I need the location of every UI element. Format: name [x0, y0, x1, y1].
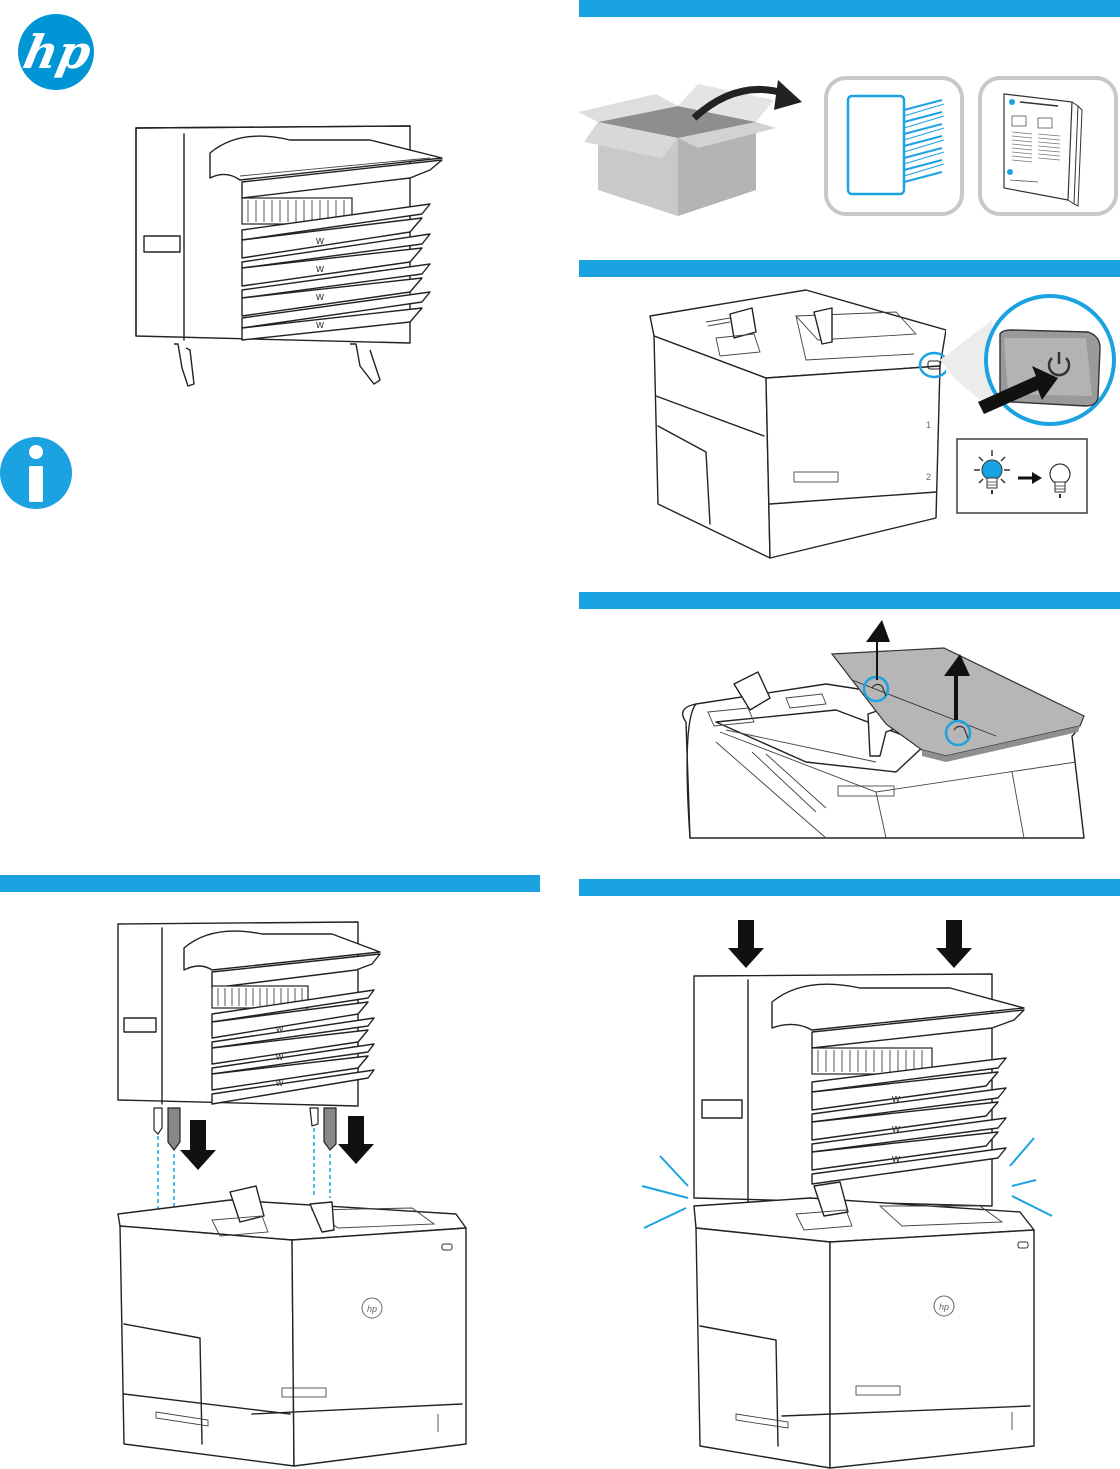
step-bar-1 [579, 0, 1120, 17]
step-bar-5 [579, 879, 1120, 896]
tray-mark: w [315, 319, 324, 331]
tray-mark: w [891, 1093, 900, 1105]
tray-mark: w [275, 1052, 284, 1063]
power-button-zoom [932, 290, 1118, 440]
info-icon [0, 424, 76, 522]
box-icon [578, 72, 808, 220]
tray-mark: w [275, 1078, 284, 1089]
seat-mailbox-illustration: w w w hp [640, 916, 1060, 1469]
tray-mark: w [315, 235, 324, 247]
step-bar-2 [579, 260, 1120, 277]
tray-mark: w [275, 1024, 284, 1035]
documentation-booklet-icon [978, 76, 1118, 216]
light-bulb-icon [956, 438, 1088, 514]
tray-number-2: 2 [926, 472, 931, 482]
tray-mark: w [315, 263, 324, 275]
tray-mark: w [891, 1123, 900, 1135]
install-mailbox-illustration: w w w hp [112, 914, 472, 1469]
printer-power-illustration: 1 2 [646, 286, 946, 562]
mailbox-accessory-illustration: w w w w [130, 118, 450, 393]
paper-stack-icon [824, 76, 964, 216]
printer-hp-mark: hp [939, 1302, 949, 1312]
hp-logo: hp [0, 12, 116, 92]
step-bar-3 [579, 592, 1120, 609]
tray-mark: w [315, 291, 324, 303]
step-bar-4 [0, 875, 540, 892]
hp-logo-text: hp [19, 24, 96, 78]
tray-number-1: 1 [926, 420, 931, 430]
printer-hp-mark: hp [367, 1304, 377, 1314]
tray-mark: w [891, 1153, 900, 1165]
remove-top-cover-illustration [676, 612, 1096, 842]
